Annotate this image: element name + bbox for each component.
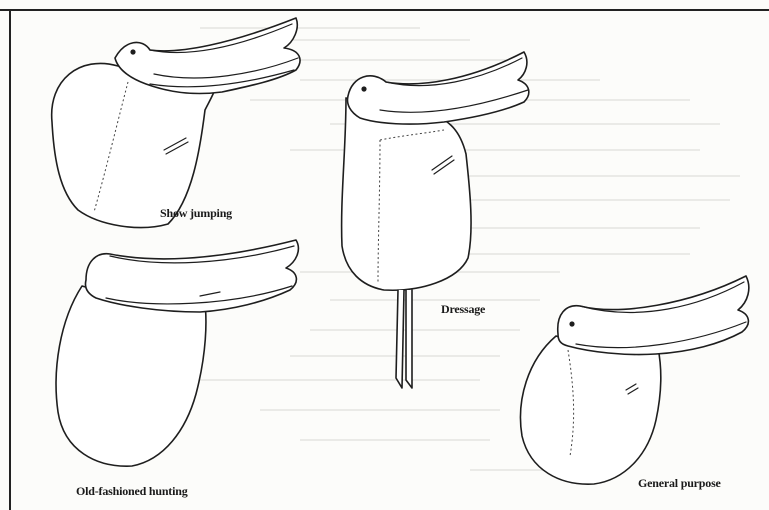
old-fashioned-hunting-saddle bbox=[56, 240, 298, 466]
old-fashioned-hunting-caption: Old-fashioned hunting bbox=[76, 484, 188, 499]
show-jumping-caption: Show jumping bbox=[160, 206, 232, 221]
dressage-caption: Dressage bbox=[441, 302, 485, 317]
dressage-saddle bbox=[342, 52, 529, 388]
general-purpose-saddle bbox=[520, 276, 748, 484]
show-jumping-saddle bbox=[52, 18, 300, 228]
general-purpose-caption: General purpose bbox=[638, 476, 721, 491]
